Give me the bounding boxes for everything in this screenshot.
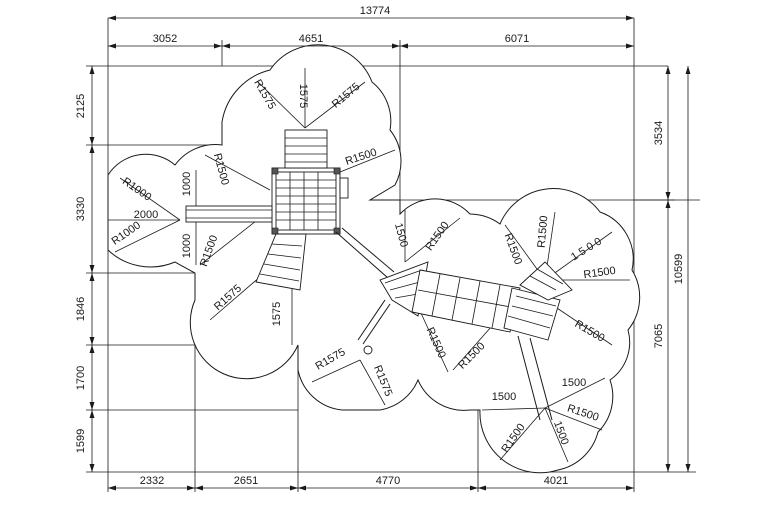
right-upper-label: 3534 [653, 121, 665, 145]
left-seg2-label: 3330 [75, 197, 87, 221]
safety-zone-outline [107, 44, 641, 474]
left-seg4-label: 1700 [75, 366, 87, 390]
radius-lines [108, 68, 630, 463]
left-slide [185, 205, 273, 223]
right-dimension-lines [634, 66, 691, 472]
bridge [411, 269, 521, 333]
bottom-seg2-label: 2651 [234, 475, 258, 487]
left-stair [255, 233, 307, 291]
slide-vert-lower: 1000 [181, 234, 193, 258]
tower-top-vertical: 1575 [297, 84, 309, 108]
top-dimension-lines [108, 15, 634, 49]
left-dimension-lines [89, 66, 95, 472]
top-ladder [284, 129, 328, 169]
right-platform [503, 287, 561, 341]
bottom-seg3-label: 4770 [376, 475, 400, 487]
top-seg1-label: 3052 [153, 33, 177, 45]
bottom-seg4-label: 4021 [544, 475, 568, 487]
right-total-label: 10599 [673, 254, 685, 285]
total-width-label: 13774 [360, 5, 391, 17]
right-lower-label: 7065 [653, 324, 665, 348]
slide-length: 2000 [134, 209, 158, 221]
zone-grid [86, 18, 700, 492]
right-lower-1500-b: 1500 [492, 391, 516, 403]
right-radius-b: R1500 [583, 265, 617, 281]
right-slide [517, 335, 553, 421]
right-stair [519, 261, 573, 301]
small-bar [357, 299, 391, 355]
slide-vert-upper: 1000 [181, 172, 193, 196]
right-lower-1500-a: 1500 [562, 377, 586, 389]
right-radius-a: R1500 [536, 215, 551, 248]
top-seg2-label: 4651 [299, 33, 323, 45]
diagonal-connector [335, 227, 395, 279]
left-seg3-label: 1846 [75, 297, 87, 321]
top-seg3-label: 6071 [505, 33, 529, 45]
left-seg5-label: 1599 [75, 429, 87, 453]
left-seg1-label: 2125 [75, 94, 87, 118]
main-tower [271, 167, 349, 235]
bottom-seg1-label: 2332 [140, 475, 164, 487]
bottom-dimension-lines [108, 485, 634, 491]
stair-vertical: 1575 [271, 302, 283, 326]
dimension-texts: 13774 3052 4651 6071 2332 2651 4770 4021… [75, 5, 685, 487]
